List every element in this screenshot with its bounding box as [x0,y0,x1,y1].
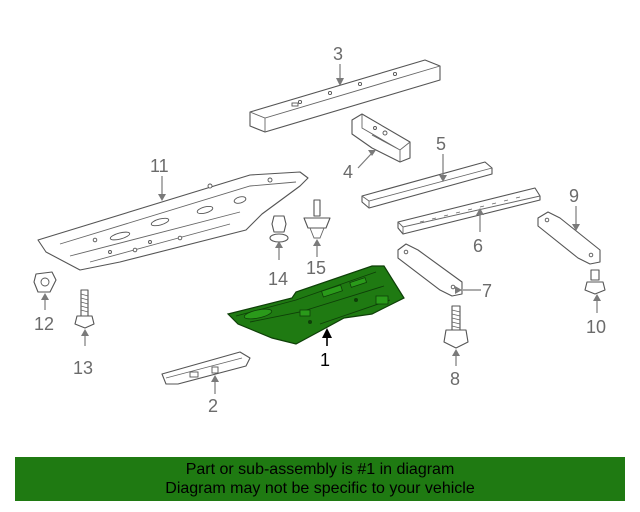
banner-line-2: Diagram may not be specific to your vehi… [165,480,475,497]
banner-line-1: Part or sub-assembly is #1 in diagram [185,461,455,478]
part-7-strap [397,243,463,297]
part-8-bolt [443,305,469,349]
parts-diagram: 3 4 5 6 7 9 10 [33,44,606,416]
info-banner: Part or sub-assembly is #1 in diagram Di… [15,457,625,501]
part-2-bracket [161,351,251,385]
callout-2[interactable]: 2 [208,396,218,416]
part-11-floor-panel [37,171,309,271]
callout-3[interactable]: 3 [333,44,343,64]
part-1-fill [226,265,405,345]
part-14-clip [269,215,289,243]
part-15-clip [303,199,331,239]
callout-1[interactable]: 1 [320,350,330,370]
callout-7[interactable]: 7 [482,281,492,301]
part-3-rail [249,59,441,133]
leader-1-arrowhead [322,328,332,338]
callout-10[interactable]: 10 [586,317,606,337]
callout-15[interactable]: 15 [306,258,326,278]
part-9-strap [537,211,601,265]
leader-arrowheads [41,78,601,382]
part-4-bracket [351,113,411,163]
part-12-nut [33,271,57,293]
callout-4[interactable]: 4 [343,162,353,182]
callout-8[interactable]: 8 [450,369,460,389]
callout-11[interactable]: 11 [150,156,169,176]
callout-13[interactable]: 13 [73,358,93,378]
part-1-floor-pan [226,265,405,345]
part-13-bolt [74,289,95,329]
callout-14[interactable]: 14 [268,269,288,289]
callout-12[interactable]: 12 [34,314,54,334]
callout-6[interactable]: 6 [473,236,483,256]
part-5-side-rail [361,161,493,209]
part-6-reinforcement [397,187,541,235]
callout-9[interactable]: 9 [569,186,579,206]
callout-5[interactable]: 5 [436,134,446,154]
part-10-nut [584,269,606,295]
leader-4 [357,152,373,169]
